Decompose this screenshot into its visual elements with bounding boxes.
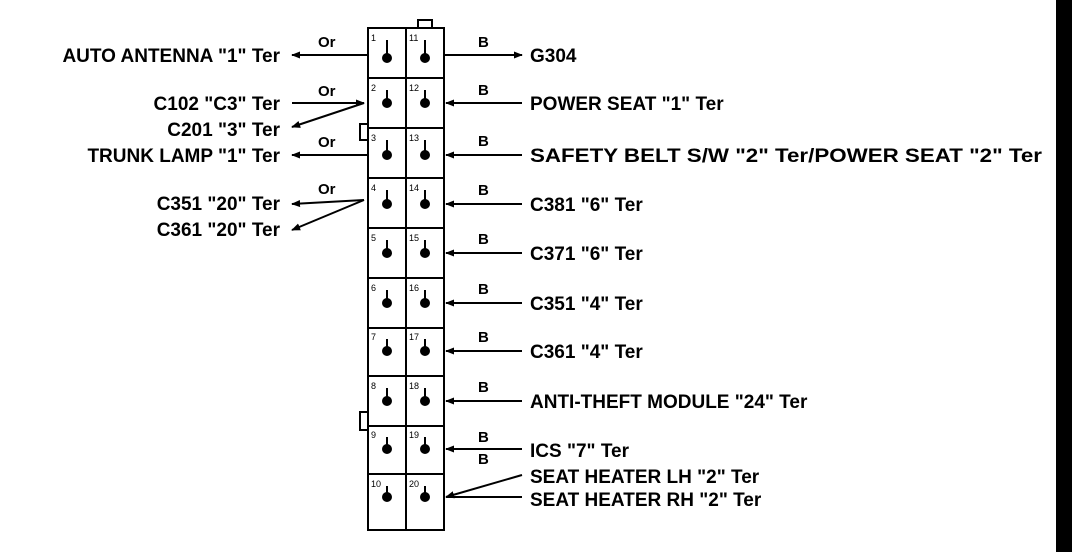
wire-color-label: B bbox=[478, 231, 489, 248]
wire-color-label: Or bbox=[318, 181, 336, 198]
wire-color-label: B bbox=[478, 429, 489, 446]
terminal-label: C201 "3" Ter bbox=[167, 120, 280, 141]
terminal-label: C371 "6" Ter bbox=[530, 244, 643, 265]
right-labels: G304 POWER SEAT "1" Ter SAFETY BELT S/W … bbox=[530, 46, 1043, 511]
right-wire-colors: B B B B B B B B B B bbox=[478, 34, 489, 468]
pin-number: 10 bbox=[371, 479, 381, 489]
pin-number: 11 bbox=[409, 33, 418, 43]
terminal-label: SAFETY BELT S/W "2" Ter/POWER SEAT "2" T… bbox=[530, 146, 1043, 167]
terminal-label: C361 "4" Ter bbox=[530, 342, 643, 363]
wire-color-label: B bbox=[478, 82, 489, 99]
pin-number: 12 bbox=[409, 83, 419, 93]
wire-color-label: B bbox=[478, 133, 489, 150]
pin-number: 5 bbox=[371, 233, 376, 243]
pin-number: 1 bbox=[371, 33, 376, 43]
pin-number: 19 bbox=[409, 430, 419, 440]
wire-color-label: B bbox=[478, 329, 489, 346]
terminal-label: C102 "C3" Ter bbox=[154, 94, 281, 115]
terminal-label: C361 "20" Ter bbox=[157, 220, 281, 241]
pin-number: 17 bbox=[409, 332, 419, 342]
right-edge-bar bbox=[1056, 0, 1072, 552]
wire-color-label: B bbox=[478, 182, 489, 199]
pin-number: 8 bbox=[371, 381, 376, 391]
terminal-label: SEAT HEATER RH "2" Ter bbox=[530, 490, 762, 511]
pin-number: 6 bbox=[371, 283, 376, 293]
terminal-label: ICS "7" Ter bbox=[530, 441, 630, 462]
pin-number: 3 bbox=[371, 133, 376, 143]
terminal-label: TRUNK LAMP "1" Ter bbox=[87, 146, 280, 167]
pin-numbers: 1 2 3 4 5 6 7 8 9 10 11 12 13 14 15 16 1… bbox=[371, 33, 419, 489]
terminal-label: C351 "20" Ter bbox=[157, 194, 281, 215]
left-wires bbox=[291, 51, 368, 231]
terminal-label: C381 "6" Ter bbox=[530, 195, 643, 216]
pin-number: 2 bbox=[371, 83, 376, 93]
right-wires bbox=[444, 51, 523, 499]
pin-terminals bbox=[382, 40, 430, 502]
wire-color-label: Or bbox=[318, 134, 336, 151]
pin-number: 9 bbox=[371, 430, 376, 440]
pin-number: 14 bbox=[409, 183, 419, 193]
left-labels: AUTO ANTENNA "1" Ter C102 "C3" Ter C201 … bbox=[62, 46, 280, 241]
wire-color-label: B bbox=[478, 379, 489, 396]
terminal-label: POWER SEAT "1" Ter bbox=[530, 94, 724, 115]
terminal-label: SEAT HEATER LH "2" Ter bbox=[530, 467, 760, 488]
wire-color-label: Or bbox=[318, 83, 336, 100]
terminal-label: ANTI-THEFT MODULE "24" Ter bbox=[530, 392, 808, 413]
pin-number: 18 bbox=[409, 381, 419, 391]
connector-body bbox=[359, 19, 445, 531]
pin-number: 7 bbox=[371, 332, 376, 342]
pin-number: 16 bbox=[409, 283, 419, 293]
wire-color-label: B bbox=[478, 451, 489, 468]
pin-number: 20 bbox=[409, 479, 419, 489]
left-wire-colors: Or Or Or Or bbox=[318, 34, 336, 198]
terminal-label: C351 "4" Ter bbox=[530, 294, 643, 315]
pin-number: 13 bbox=[409, 133, 419, 143]
pin-number: 4 bbox=[371, 183, 376, 193]
wire-color-label: Or bbox=[318, 34, 336, 51]
terminal-label: AUTO ANTENNA "1" Ter bbox=[62, 46, 280, 67]
wire-color-label: B bbox=[478, 34, 489, 51]
pin-number: 15 bbox=[409, 233, 419, 243]
wire-color-label: B bbox=[478, 281, 489, 298]
terminal-label: G304 bbox=[530, 46, 577, 67]
